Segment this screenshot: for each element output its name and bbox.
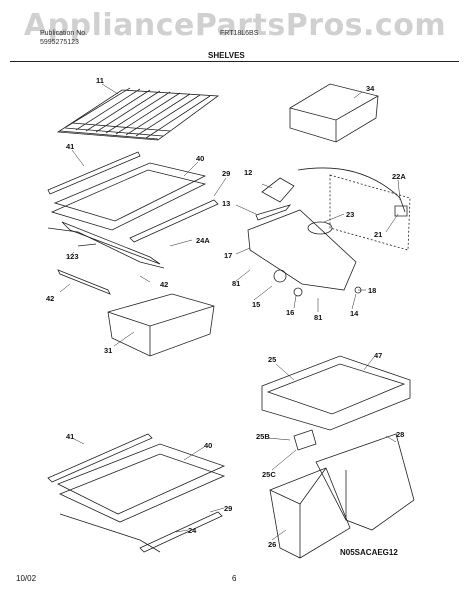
watermark: AppliancePartsPros.com [23,8,447,43]
callout-41-lower: 41 [66,432,75,441]
callout-18: 18 [368,286,377,295]
callout-81-lower: 81 [314,313,323,322]
publication-number: 5995275123 [40,39,79,46]
diagram-code: N05SACAEG12 [340,548,398,557]
callout-42-left: 42 [46,294,55,303]
callout-16: 16 [286,308,295,317]
callout-34: 34 [366,84,375,93]
callout-21: 21 [374,230,383,239]
callout-81-upper: 81 [232,279,241,288]
callout-29: 29 [222,169,231,178]
callout-40-lower: 40 [204,441,213,450]
callout-15: 15 [252,300,261,309]
callout-14: 14 [350,309,359,318]
lower-crisper-drawing [262,356,414,558]
header-divider [10,61,459,62]
callout-11: 11 [96,76,104,85]
wire-shelf-drawing [58,88,218,140]
callout-123: 123 [66,252,79,261]
crisper-pan-drawing [108,294,214,356]
control-assembly-drawing [248,168,410,296]
callout-25c: 25C [262,470,276,479]
publication-label: Publication No. [40,30,88,37]
callout-12: 12 [244,168,253,177]
callout-40: 40 [196,154,205,163]
callout-17: 17 [224,251,233,260]
upper-glass-shelf-drawing [48,152,218,294]
callout-24: 24 [188,526,197,535]
callout-25b: 25B [256,432,270,441]
revision-date: 10/02 [16,574,37,583]
callout-42-right: 42 [160,280,169,289]
page-number: 6 [232,574,237,583]
callout-31: 31 [104,346,113,355]
callout-13: 13 [222,199,231,208]
callout-28: 28 [396,430,405,439]
callout-23: 23 [346,210,355,219]
section-title: SHELVES [208,51,245,60]
callout-25: 25 [268,355,277,364]
callout-26: 26 [268,540,277,549]
callout-47: 47 [374,351,383,360]
lower-glass-shelf-drawing [48,434,224,552]
callout-22a: 22A [392,172,406,181]
model-number: FRT18L6BS [220,30,259,37]
callout-24a: 24A [196,236,210,245]
callout-41: 41 [66,142,75,151]
crisper-cover-drawing [290,84,378,142]
callout-29-lower: 29 [224,504,233,513]
leader-lines [60,84,400,540]
